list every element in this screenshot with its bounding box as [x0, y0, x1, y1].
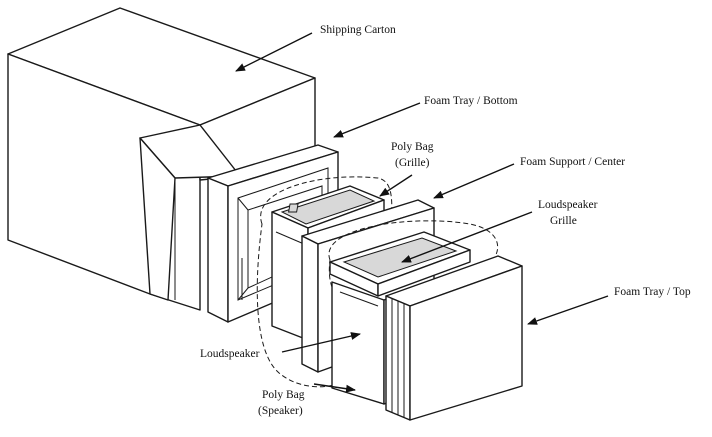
shipping-carton — [7, 7, 316, 311]
label-foam-tray-bottom: Foam Tray / Bottom — [424, 95, 518, 107]
arrow-foam-tray-bottom — [333, 102, 421, 138]
label-poly-bag-grille: Poly Bag — [391, 141, 434, 153]
label-loudspeaker-grille-sub: Grille — [550, 215, 577, 227]
arrow-loudspeaker-grille — [401, 211, 533, 263]
arrow-poly-bag-speaker — [313, 383, 356, 393]
label-shipping-carton: Shipping Carton — [320, 24, 396, 36]
arrow-foam-support-center — [433, 163, 515, 199]
label-loudspeaker: Loudspeaker — [200, 348, 260, 360]
label-loudspeaker-grille: Loudspeaker — [538, 199, 598, 211]
label-foam-tray-top: Foam Tray / Top — [614, 286, 691, 298]
label-foam-support-center: Foam Support / Center — [520, 156, 625, 168]
arrow-shipping-carton — [235, 32, 313, 72]
loudspeaker-grille — [342, 237, 458, 278]
arrow-foam-tray-top — [527, 295, 609, 325]
foam-tray-top — [385, 255, 523, 421]
arrow-poly-bag-grille — [379, 174, 413, 197]
label-poly-bag-speaker-sub: (Speaker) — [258, 405, 303, 417]
leader-arrows — [235, 32, 609, 393]
labels: Shipping Carton Foam Tray / Bottom Poly … — [200, 24, 691, 417]
label-poly-bag-speaker: Poly Bag — [262, 389, 305, 401]
carton-flap-lower — [139, 137, 176, 301]
arrow-loudspeaker — [281, 332, 361, 353]
poly-bag-speaker — [256, 176, 393, 388]
label-poly-bag-grille-sub: (Grille) — [395, 157, 430, 169]
